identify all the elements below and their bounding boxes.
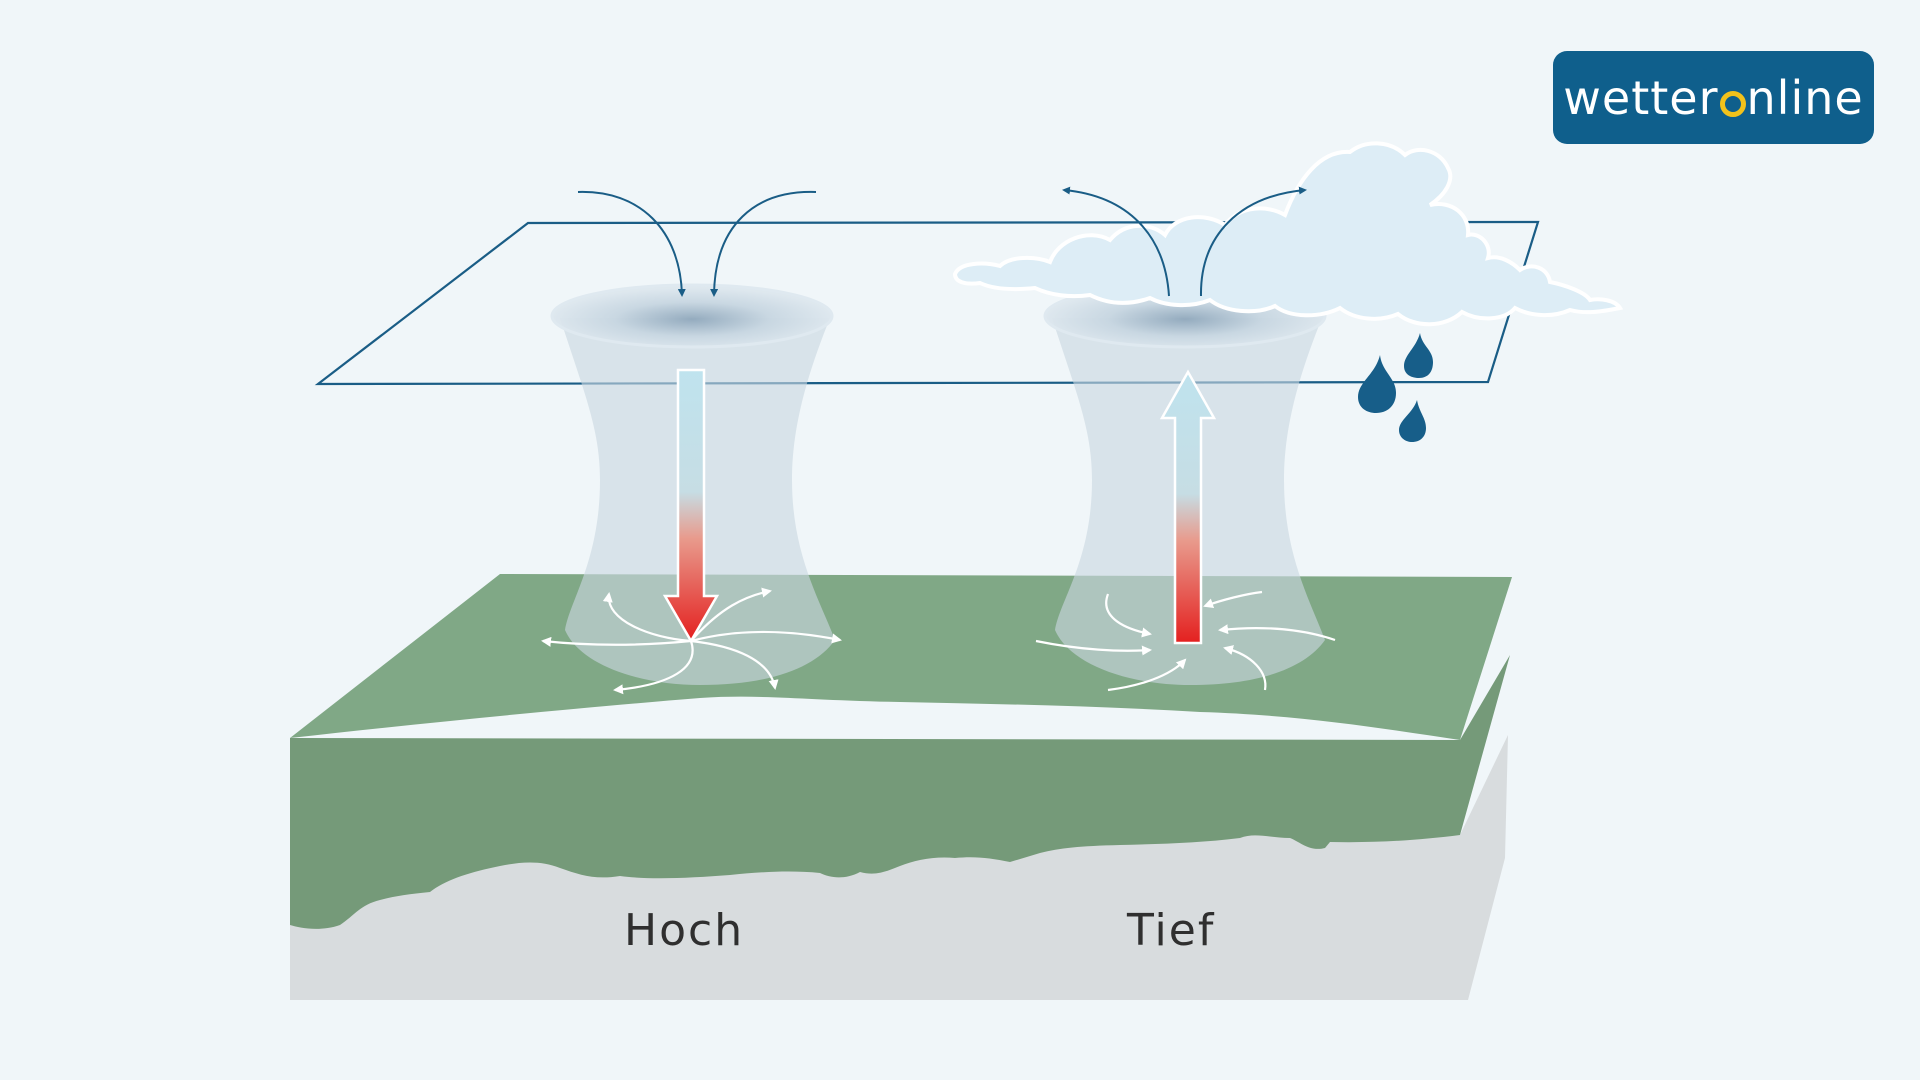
ground-top bbox=[290, 574, 1512, 740]
cloud-icon bbox=[955, 143, 1620, 324]
logo-text-right: nline bbox=[1747, 71, 1864, 125]
raindrop-icon bbox=[1358, 333, 1433, 442]
wetteronline-logo[interactable]: wetter nline bbox=[1553, 51, 1874, 144]
logo-sun-icon bbox=[1720, 91, 1746, 117]
high-column-mouth bbox=[552, 285, 832, 347]
logo-text-left: wetter bbox=[1563, 71, 1718, 125]
label-low: Tief bbox=[1127, 905, 1215, 956]
label-high: Hoch bbox=[624, 905, 744, 956]
